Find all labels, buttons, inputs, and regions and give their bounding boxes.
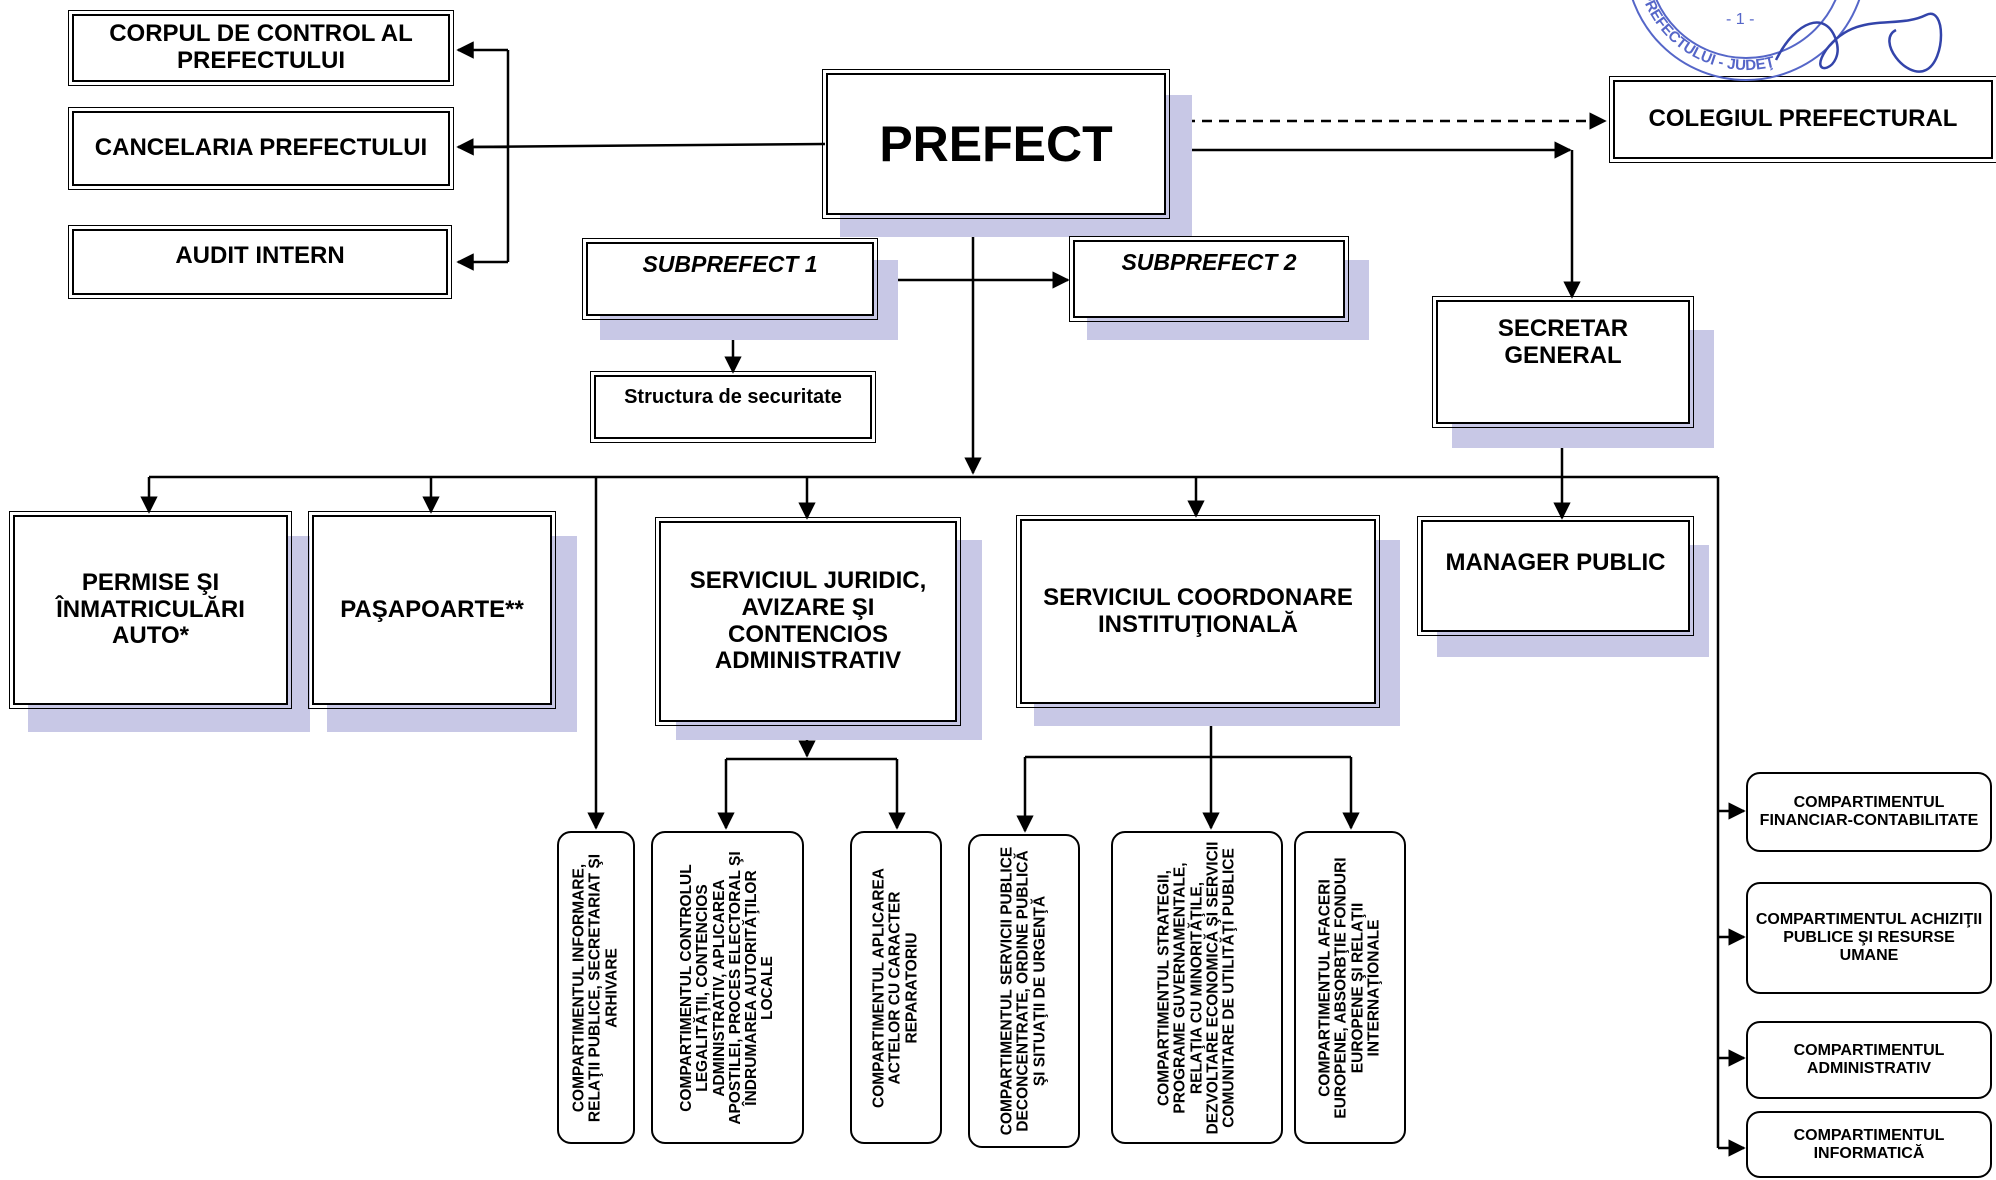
- compartiment-control-legalitate-label: COMPARTIMENTUL CONTROLUL LEGALITĂŢII, CO…: [677, 850, 777, 1125]
- compartiment-informare-label: COMPARTIMENTUL INFORMARE, RELAŢII PUBLIC…: [570, 853, 621, 1122]
- corpul-de-control-label: CORPUL DE CONTROL AL PREFECTULUI: [109, 20, 413, 74]
- audit-intern-box: AUDIT INTERN: [68, 225, 452, 299]
- compartiment-afaceri-europene-label: COMPARTIMENTUL AFACERI EUROPENE, ABSORBŢ…: [1316, 856, 1383, 1119]
- cancelaria-label: CANCELARIA PREFECTULUI: [94, 134, 428, 162]
- subprefect-2-box: SUBPREFECT 2: [1069, 236, 1349, 322]
- official-stamp: PREFECTULUI - JUDEŢ - 1 -: [1631, 0, 1943, 81]
- colegiul-prefectural-label: COLEGIUL PREFECTURAL: [1648, 105, 1958, 133]
- compartiment-informatica: COMPARTIMENTUL INFORMATICĂ: [1746, 1111, 1992, 1178]
- colegiul-prefectural-box: COLEGIUL PREFECTURAL: [1609, 76, 1996, 163]
- permise-box: PERMISE ŞI ÎNMATRICULĂRI AUTO*: [9, 511, 292, 709]
- compartiment-informatica-label: COMPARTIMENTUL INFORMATICĂ: [1793, 1126, 1945, 1162]
- subprefect-1-box: SUBPREFECT 1: [582, 238, 878, 320]
- prefect-box: PREFECT: [822, 69, 1170, 219]
- compartiment-informare: COMPARTIMENTUL INFORMARE, RELAŢII PUBLIC…: [557, 831, 635, 1144]
- cancelaria-box: CANCELARIA PREFECTULUI: [68, 107, 454, 190]
- serviciul-coordonare-label: SERVICIUL COORDONARE INSTITUŢIONALĂ: [1043, 583, 1353, 638]
- manager-public-box: MANAGER PUBLIC: [1417, 516, 1694, 636]
- manager-public-label: MANAGER PUBLIC: [1445, 549, 1666, 576]
- compartiment-strategii-label: COMPARTIMENTUL STRATEGII, PROGRAME GUVER…: [1155, 841, 1238, 1134]
- compartiment-financiar-label: COMPARTIMENTUL FINANCIAR-CONTABILITATE: [1759, 794, 1979, 829]
- compartiment-acte-reparatoriu: COMPARTIMENTUL APLICAREA ACTELOR CU CARA…: [850, 831, 942, 1144]
- compartiment-achizitii-label: COMPARTIMENTUL ACHIZIŢII PUBLICE ŞI RESU…: [1755, 911, 1983, 964]
- pasapoarte-box: PAŞAPOARTE**: [308, 511, 556, 709]
- structura-securitate-label: Structura de securitate: [624, 386, 842, 408]
- compartiment-financiar: COMPARTIMENTUL FINANCIAR-CONTABILITATE: [1746, 772, 1992, 852]
- subprefect-1-label: SUBPREFECT 1: [642, 251, 818, 277]
- secretar-general-label: SECRETAR GENERAL: [1497, 315, 1629, 369]
- audit-intern-label: AUDIT INTERN: [175, 242, 345, 269]
- compartiment-acte-reparatoriu-label: COMPARTIMENTUL APLICAREA ACTELOR CU CARA…: [870, 867, 921, 1108]
- stamp-number: - 1 -: [1726, 11, 1754, 28]
- compartiment-control-legalitate: COMPARTIMENTUL CONTROLUL LEGALITĂŢII, CO…: [651, 831, 804, 1144]
- corpul-de-control-box: CORPUL DE CONTROL AL PREFECTULUI: [68, 10, 454, 86]
- stamp-ring-text: PREFECTULUI - JUDEŢ: [1638, 0, 1777, 74]
- serviciul-juridic-label: SERVICIUL JURIDIC, AVIZARE ŞI CONTENCIOS…: [689, 566, 927, 675]
- serviciul-coordonare-box: SERVICIUL COORDONARE INSTITUŢIONALĂ: [1016, 515, 1380, 708]
- compartiment-strategii: COMPARTIMENTUL STRATEGII, PROGRAME GUVER…: [1111, 831, 1283, 1144]
- prefect-label: PREFECT: [879, 116, 1113, 172]
- serviciul-juridic-box: SERVICIUL JURIDIC, AVIZARE ŞI CONTENCIOS…: [655, 517, 961, 726]
- secretar-general-box: SECRETAR GENERAL: [1432, 296, 1694, 428]
- subprefect-2-label: SUBPREFECT 2: [1121, 249, 1297, 275]
- compartiment-achizitii: COMPARTIMENTUL ACHIZIŢII PUBLICE ŞI RESU…: [1746, 882, 1992, 994]
- signature-scribble: [1774, 12, 1943, 73]
- compartiment-servicii-deconcentrate: COMPARTIMENTUL SERVICII PUBLICE DECONCEN…: [968, 834, 1080, 1148]
- permise-label: PERMISE ŞI ÎNMATRICULĂRI AUTO*: [56, 568, 245, 650]
- compartiment-servicii-deconcentrate-label: COMPARTIMENTUL SERVICII PUBLICE DECONCEN…: [998, 846, 1049, 1136]
- structura-securitate-box: Structura de securitate: [590, 371, 876, 443]
- compartiment-administrativ-label: COMPARTIMENTUL ADMINISTRATIV: [1793, 1042, 1945, 1077]
- compartiment-afaceri-europene: COMPARTIMENTUL AFACERI EUROPENE, ABSORBŢ…: [1294, 831, 1406, 1144]
- pasapoarte-label: PAŞAPOARTE**: [340, 595, 524, 623]
- compartiment-administrativ: COMPARTIMENTUL ADMINISTRATIV: [1746, 1021, 1992, 1099]
